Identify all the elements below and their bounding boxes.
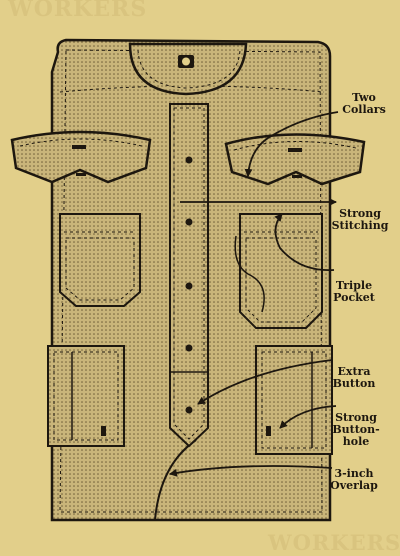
callout-line: Button- xyxy=(332,423,380,436)
callout-line: Extra xyxy=(337,365,371,378)
masthead-bottom: WORKERS xyxy=(268,530,400,555)
callout-line: Overlap xyxy=(330,479,378,492)
callout-line: Strong xyxy=(335,411,377,424)
callout-line: Stitching xyxy=(331,219,389,232)
callout-line: Button xyxy=(332,377,376,390)
shirt-button xyxy=(185,344,193,352)
callout-extra-button: Extra Button xyxy=(316,366,392,390)
spare-collar-right xyxy=(224,133,366,186)
neck-band xyxy=(128,42,248,96)
callout-line: Pocket xyxy=(333,291,375,304)
shirt-button xyxy=(185,218,193,226)
callout-strong-stitching: Strong Stitching xyxy=(322,208,398,232)
shirt-button xyxy=(185,156,193,164)
callout-strong-buttonhole: Strong Button- hole xyxy=(318,412,394,448)
callout-arrows xyxy=(169,111,339,477)
callout-line: 3-inch xyxy=(334,467,374,480)
pocket-lower-left xyxy=(47,345,125,447)
arrow-strong-buttonhole xyxy=(279,405,337,429)
arrow-overlap xyxy=(169,465,333,477)
shirt-button xyxy=(185,282,193,290)
callout-line: hole xyxy=(342,435,370,448)
callout-triple-pocket: Triple Pocket xyxy=(316,280,392,304)
masthead-top: WORKERS xyxy=(8,0,148,22)
arrow-extra-button xyxy=(197,359,333,405)
pocket-upper-left xyxy=(59,213,141,307)
arrow-triple-pocket xyxy=(274,213,335,271)
pocket-upper-right xyxy=(234,213,323,329)
callout-line: Collars xyxy=(342,103,386,116)
callout-line: Two xyxy=(352,91,376,104)
spare-collar-left xyxy=(10,130,152,184)
callout-line: Strong xyxy=(339,207,381,220)
callout-two-collars: Two Collars xyxy=(326,92,400,116)
placket xyxy=(169,103,209,448)
callout-overlap: 3-inch Overlap xyxy=(316,468,392,492)
pocket-lower-right xyxy=(255,345,333,455)
arrow-two-collars xyxy=(244,111,339,177)
callout-line: Triple xyxy=(335,279,373,292)
extra-button-dot xyxy=(185,406,193,414)
